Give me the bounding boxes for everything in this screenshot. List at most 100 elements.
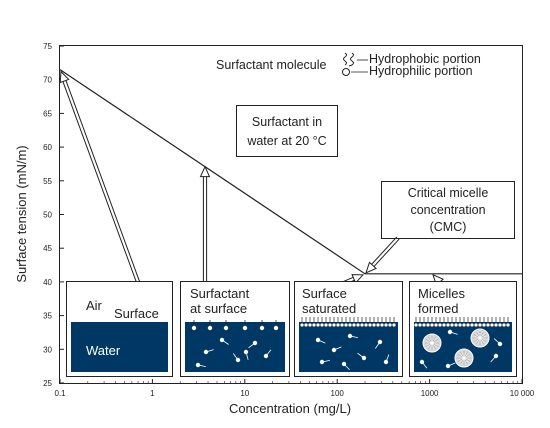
molecule-head: [372, 323, 376, 327]
molecule-head: [259, 325, 265, 331]
molecule-head: [388, 323, 392, 327]
molecule-head: [252, 340, 258, 346]
molecule-head: [207, 325, 213, 331]
micelle-tail: [464, 359, 468, 365]
molecule-head: [364, 323, 368, 327]
molecule-head: [300, 323, 304, 327]
y-tick-label: 50: [43, 211, 52, 220]
micelle-tail: [473, 338, 479, 342]
x-tick-label: 10: [240, 389, 249, 398]
molecule-head: [361, 355, 367, 361]
x-tick-label: 100: [331, 389, 345, 398]
molecule-head: [341, 361, 347, 367]
surfactant-molecules: [315, 333, 390, 371]
arrow-shaft: [371, 236, 398, 265]
molecule-head: [447, 329, 453, 335]
arrow-head: [59, 70, 70, 84]
molecule-head: [324, 323, 328, 327]
panel-air-water: Air Surface Water: [66, 281, 173, 377]
note-line-2: water at 20 °C: [246, 134, 326, 148]
molecule-head: [450, 323, 454, 327]
micelle-tail: [465, 358, 471, 362]
micelle-tail: [460, 351, 464, 357]
arrow-head: [199, 165, 211, 178]
panel-arrows: [59, 70, 448, 291]
molecule-head: [445, 363, 451, 369]
y-axis-label: Surface tension (mN/m): [14, 145, 29, 282]
molecule-head: [470, 323, 474, 327]
y-tick-label: 40: [43, 278, 52, 287]
molecule-head: [418, 323, 422, 327]
molecule-head: [426, 323, 430, 327]
molecule-head: [430, 323, 434, 327]
molecule-head: [493, 353, 499, 359]
micelle-tail: [432, 336, 436, 342]
molecule-head: [384, 323, 388, 327]
molecule-head: [490, 323, 494, 327]
water-fill: [185, 322, 285, 372]
molecule-head: [219, 337, 225, 343]
x-tick-label: 1: [150, 389, 155, 398]
micelles: [422, 328, 490, 368]
y-tick-label: 60: [43, 143, 52, 152]
molecule-head: [235, 357, 241, 363]
micelle-tail: [481, 338, 487, 342]
molecule-head: [414, 323, 418, 327]
arrow-shaft: [62, 81, 137, 283]
molecule-head: [380, 323, 384, 327]
y-tick-label: 75: [43, 42, 52, 51]
molecule-head: [308, 323, 312, 327]
micelle-tail: [457, 358, 463, 362]
molecule-head: [195, 362, 201, 368]
micelle-sphere: [470, 328, 490, 348]
micelle-tail: [480, 339, 484, 345]
panel-1-surface: Surface: [114, 306, 159, 321]
molecule-head: [312, 323, 316, 327]
arrow-head: [351, 274, 365, 284]
molecule-head: [304, 323, 308, 327]
panel-micelles-formed: Micelles formed: [409, 281, 517, 377]
molecule-head: [419, 359, 425, 365]
y-tick-label: 45: [43, 244, 52, 253]
y-tick-label: 35: [43, 312, 52, 321]
molecule-head: [203, 349, 209, 355]
molecule-head: [340, 323, 344, 327]
cmc-callout: Critical micelle concentration (CMC): [381, 181, 515, 239]
molecule-head: [191, 325, 197, 331]
molecule-head: [442, 323, 446, 327]
surfactant-monolayer: [300, 317, 396, 327]
hydrophilic-label: Hydrophilic portion: [369, 64, 473, 78]
panel-3-line-2: saturated: [302, 301, 356, 316]
molecule-head: [331, 347, 337, 353]
water-fill: [71, 322, 168, 372]
y-tick-label: 70: [43, 76, 52, 85]
x-tick-label: 0.1: [54, 389, 66, 398]
y-tick-label: 25: [43, 379, 52, 388]
micelle-tail: [428, 336, 432, 342]
molecule-head: [315, 337, 321, 343]
molecule-head: [352, 323, 356, 327]
micelle: [454, 348, 474, 368]
panel-4-line-2: formed: [418, 301, 458, 316]
arrow-shaft: [373, 238, 400, 267]
molecule-head: [486, 323, 490, 327]
molecule-head: [319, 359, 325, 365]
micelle: [470, 328, 490, 348]
cmc-arrow: [365, 236, 400, 274]
micelle-tail: [473, 334, 479, 338]
micelle-tail: [476, 339, 480, 345]
molecule-head: [497, 341, 503, 347]
micelle-tail: [428, 344, 432, 350]
y-tick-label: 30: [43, 345, 52, 354]
panel-3-line-1: Surface: [302, 286, 347, 301]
panel-surface-saturated: Surface saturated: [294, 281, 403, 377]
molecule-head: [438, 323, 442, 327]
panel-2-line-2: at surface: [190, 301, 247, 316]
arrow-shaft: [65, 80, 140, 282]
molecule-head: [383, 359, 389, 365]
surfactant-legend: Surfactant molecule Hydrophobic portion …: [216, 52, 481, 78]
micelle-tail: [432, 344, 436, 350]
surfactant-molecules: [191, 320, 279, 368]
